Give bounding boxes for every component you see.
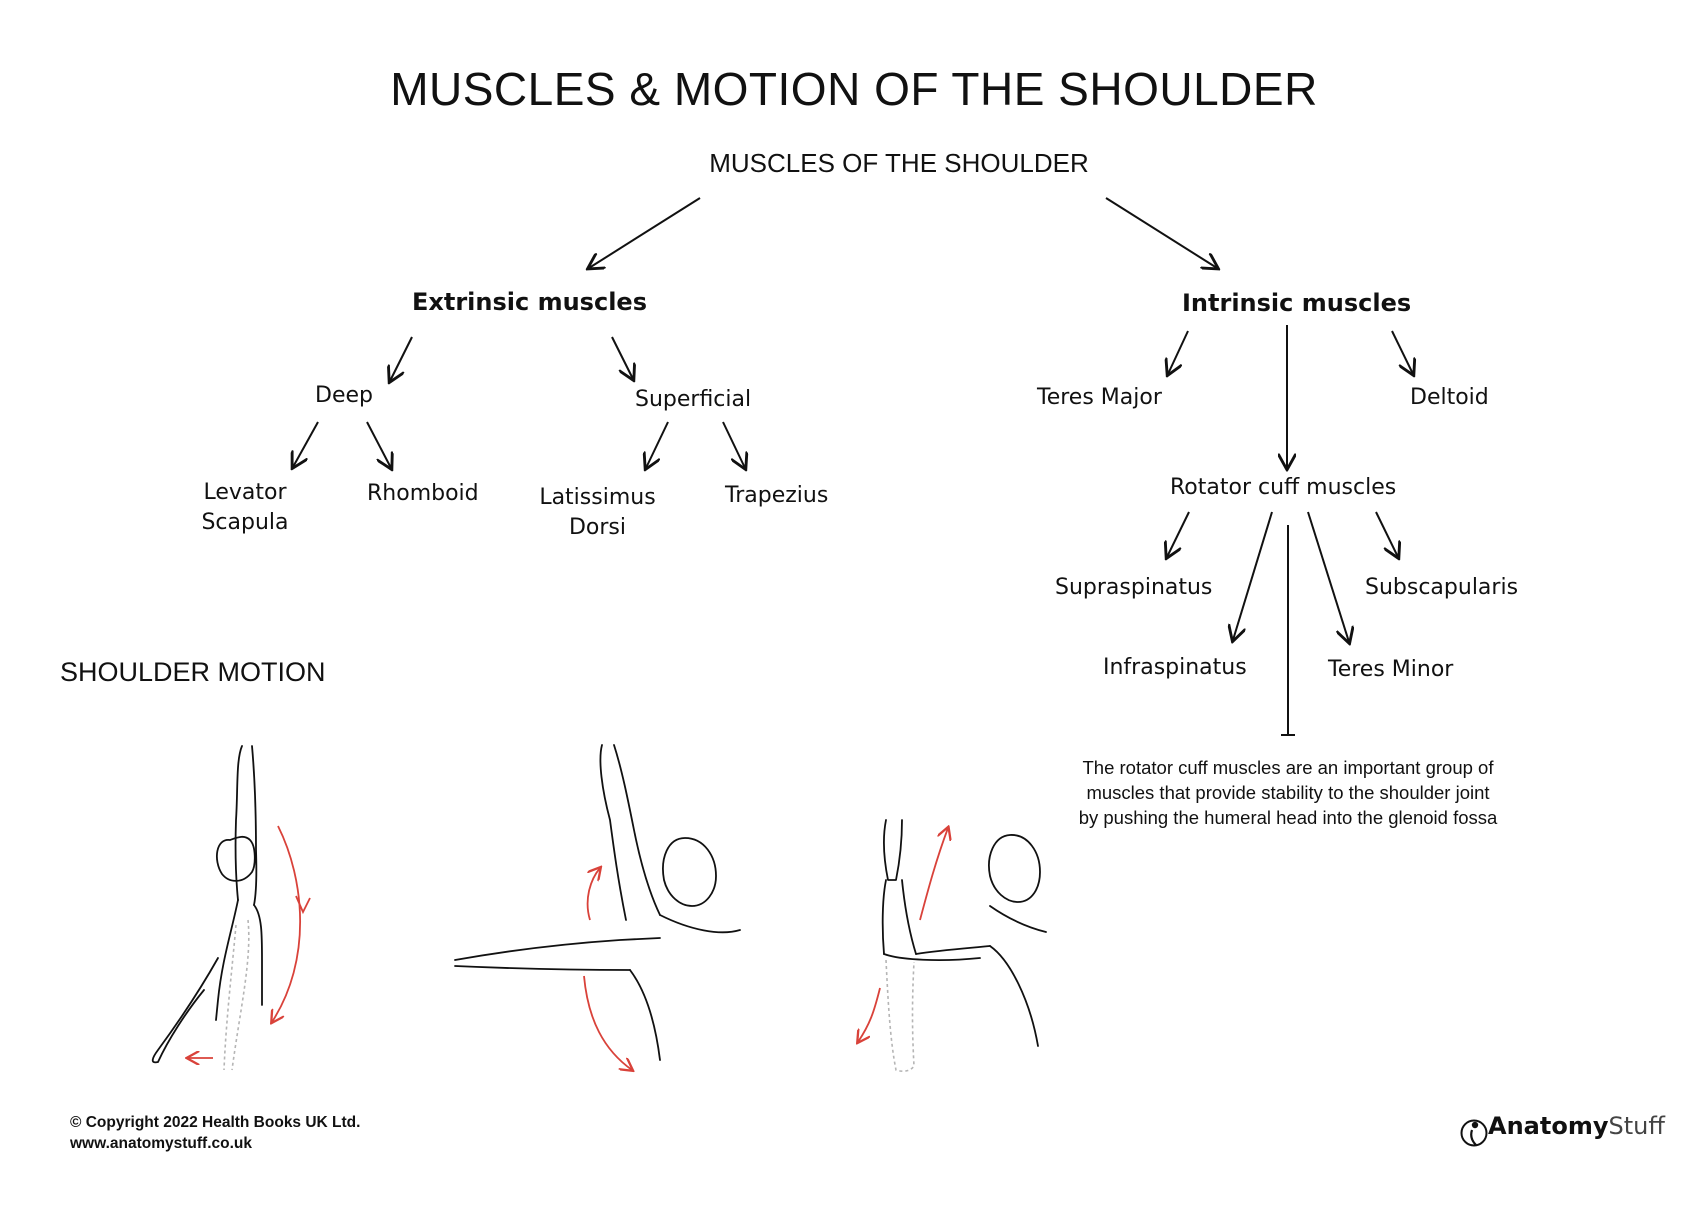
figure1-lower-arm — [151, 957, 219, 1064]
deep-label: Deep — [315, 383, 373, 408]
figure3-horizontal-arm — [883, 945, 991, 961]
trapezius-label: Trapezius — [725, 483, 829, 508]
superficial-label: Superficial — [635, 387, 752, 412]
arrow-deep-to-levator — [293, 421, 319, 467]
arrow-intrinsic-to-teres-major — [1168, 330, 1189, 374]
arrow-extrinsic-to-superficial — [611, 336, 633, 379]
figure2-head — [662, 837, 717, 907]
extrinsic-muscles-label: Extrinsic muscles — [412, 288, 647, 316]
arrow-rc-to-supraspinatus — [1167, 511, 1190, 557]
arrow-deep-to-rhomboid — [366, 421, 391, 468]
arrow-rc-to-teres-minor — [1307, 511, 1349, 642]
figure2-torso — [629, 914, 741, 1061]
arrow-superficial-to-latissimus — [646, 421, 669, 468]
figure1-motion-arc — [272, 825, 301, 1022]
latissimus-dorsi-label: Latissimus Dorsi — [539, 485, 656, 540]
arrow-rc-to-subscapularis — [1375, 511, 1398, 557]
arrow-rc-to-infraspinatus — [1233, 511, 1273, 640]
infraspinatus-label: Infraspinatus — [1103, 655, 1247, 680]
anatomystuff-logo-icon — [1460, 1119, 1488, 1147]
deltoid-label: Deltoid — [1410, 385, 1489, 410]
figure2-motion-arc-down — [583, 975, 632, 1070]
teres-major-label: Teres Major — [1037, 385, 1162, 410]
figure-rotation — [881, 819, 1047, 1047]
subscapularis-label: Subscapularis — [1365, 575, 1519, 600]
figure2-raised-arm — [599, 744, 661, 921]
diagram-root-label: MUSCLES OF THE SHOULDER — [709, 148, 1089, 178]
copyright-text: © Copyright 2022 Health Books UK Ltd. — [70, 1114, 361, 1131]
arrow-root-to-intrinsic — [1105, 197, 1217, 268]
figure2-motion-arc-up — [586, 868, 600, 921]
figure3-head — [988, 834, 1041, 903]
figure1-raised-arm — [234, 745, 258, 906]
supraspinatus-label: Supraspinatus — [1055, 575, 1213, 600]
shoulder-motion-title: SHOULDER MOTION — [60, 657, 326, 687]
figure2-horizontal-arm — [454, 937, 661, 971]
arrow-extrinsic-to-deep — [390, 336, 413, 381]
figure3-ghost-arm — [885, 959, 915, 1072]
figure-flexion — [151, 745, 263, 1064]
page-title: MUSCLES & MOTION OF THE SHOULDER — [390, 63, 1318, 115]
arrow-root-to-extrinsic — [589, 197, 701, 268]
teres-minor-label: Teres Minor — [1328, 657, 1454, 682]
intrinsic-muscles-label: Intrinsic muscles — [1182, 289, 1412, 317]
figure3-motion-arc-down — [858, 987, 881, 1042]
brand-name: AnatomyStuff — [1488, 1112, 1665, 1140]
figure-abduction — [454, 744, 741, 1061]
brand-name-part1: Anatomy — [1488, 1112, 1609, 1140]
levator-scapula-label: Levator Scapula — [201, 480, 289, 535]
arrow-intrinsic-to-deltoid — [1391, 330, 1413, 374]
brand-name-part2: Stuff — [1608, 1112, 1665, 1140]
figure3-raised-hand — [881, 819, 917, 955]
rotator-cuff-note: The rotator cuff muscles are an importan… — [1078, 757, 1498, 828]
figure1-motion-tick — [295, 895, 311, 915]
figure3-motion-arc-up — [919, 828, 948, 921]
rotator-cuff-label: Rotator cuff muscles — [1170, 475, 1397, 500]
figure1-torso — [215, 899, 263, 1021]
rhomboid-label: Rhomboid — [367, 481, 479, 506]
figure1-ghost-arm — [223, 919, 250, 1071]
figure1-head — [215, 835, 256, 882]
arrow-superficial-to-trapezius — [722, 421, 745, 468]
website-text[interactable]: www.anatomystuff.co.uk — [70, 1135, 253, 1152]
figure3-torso — [989, 905, 1047, 1047]
